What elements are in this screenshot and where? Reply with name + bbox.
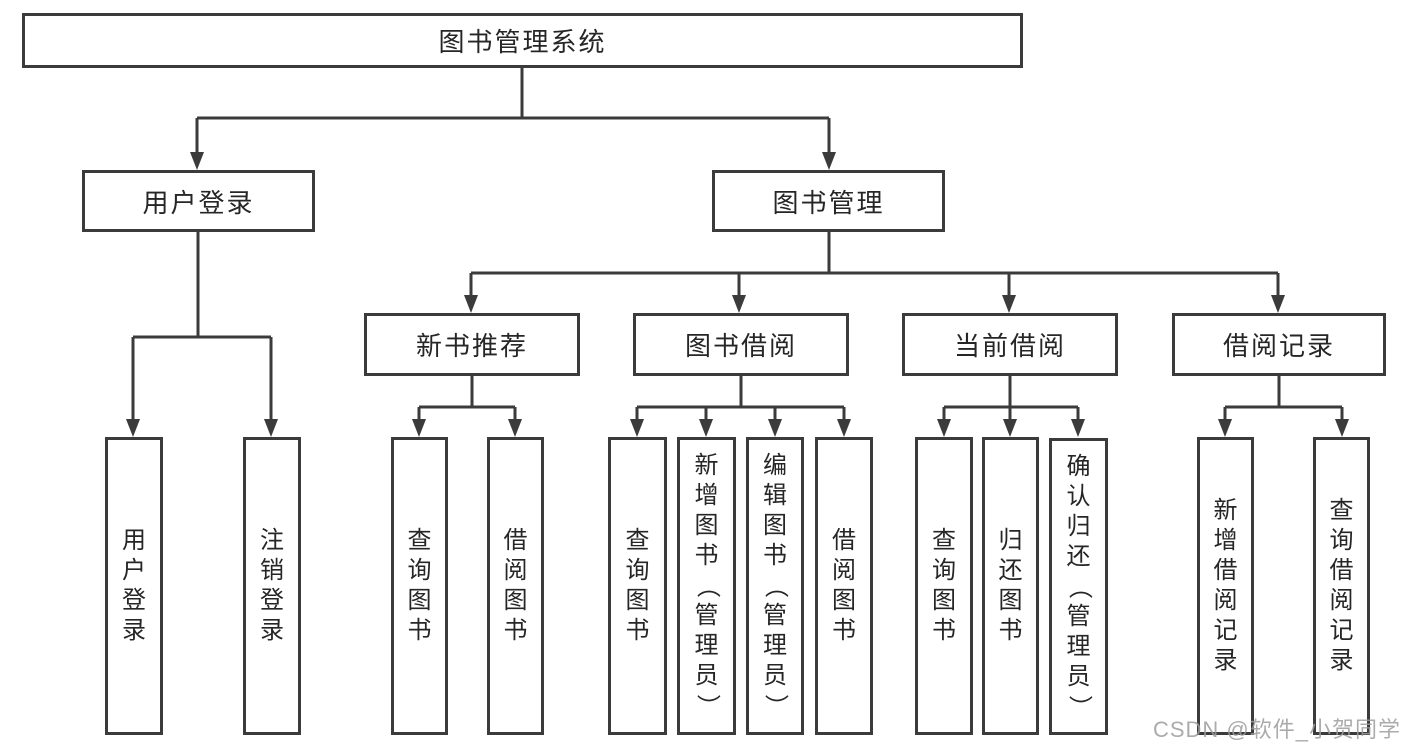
node-label: 用户登录 [142,187,255,218]
node-label: 归还图书 [998,527,1023,644]
leaf-edit-books-admin: 编辑图书（管理员） [746,437,804,735]
node-new-book-recommend: 新书推荐 [364,313,580,376]
node-label: 查询图书 [932,527,956,644]
node-label: 新书推荐 [415,331,528,361]
leaf-query-books-3: 查询图书 [915,437,973,735]
node-label: 确认归还（管理员） [1065,452,1093,719]
node-label: 注销登录 [260,527,284,644]
node-book-management: 图书管理 [712,170,945,232]
csdn-watermark: CSDN @软件_小贺同学 [1152,717,1401,742]
node-current-borrowing: 当前借阅 [902,313,1118,376]
node-user-login: 用户登录 [82,170,315,232]
arrowheads [126,152,1349,437]
node-label: 新增图书（管理员） [693,452,721,718]
leaf-query-borrow-record: 查询借阅记录 [1313,437,1370,735]
node-label: 查询图书 [625,527,650,644]
node-label: 新增借阅记录 [1213,497,1238,674]
leaf-add-borrow-record: 新增借阅记录 [1197,437,1254,735]
leaf-query-books-2: 查询图书 [608,437,667,735]
node-label: 图书管理系统 [438,27,607,57]
node-label: 用户登录 [122,527,146,644]
leaf-confirm-return-admin: 确认归还（管理员） [1049,438,1108,735]
node-label: 图书借阅 [684,331,797,361]
leaf-logout: 注销登录 [243,437,301,735]
node-borrowing-records: 借阅记录 [1172,313,1386,376]
leaf-borrow-books-1: 借阅图书 [487,437,544,735]
leaf-borrow-books-2: 借阅图书 [815,437,873,735]
leaf-query-books-1: 查询图书 [391,437,448,735]
node-label: 借阅图书 [832,527,856,644]
node-book-borrowing: 图书借阅 [633,313,849,376]
node-label: 当前借阅 [953,331,1066,361]
node-root: 图书管理系统 [22,13,1023,68]
node-label: 编辑图书（管理员） [762,452,789,718]
leaf-return-books: 归还图书 [982,437,1039,735]
node-label: 图书管理 [772,187,885,218]
node-label: 借阅记录 [1222,331,1335,361]
leaf-add-books-admin: 新增图书（管理员） [677,437,736,735]
node-label: 查询借阅记录 [1329,497,1354,674]
leaf-user-login: 用户登录 [105,437,163,735]
node-label: 借阅图书 [503,527,528,644]
node-label: 查询图书 [407,527,432,644]
